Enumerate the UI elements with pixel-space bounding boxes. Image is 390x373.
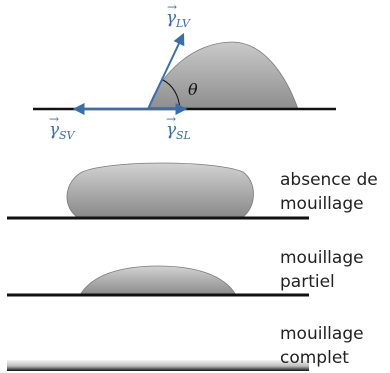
case-2-label-line2: partiel	[280, 270, 364, 294]
case-complete-wetting	[7, 360, 309, 371]
case-3-label-line2: complet	[280, 346, 364, 370]
contact-angle-panel: → γ LV → γ SV → γ SL θ	[33, 0, 336, 142]
case-2-label-line1: mouillage	[280, 246, 364, 270]
theta-label: θ	[188, 80, 198, 99]
film-complete-wetting	[7, 360, 309, 371]
gamma-lv-subscript: LV	[175, 17, 191, 30]
case-no-wetting	[7, 163, 309, 218]
drop-no-wetting	[67, 163, 254, 217]
drop-partial-wetting	[80, 266, 236, 295]
case-1-label-line2: mouillage	[280, 192, 378, 216]
case-3-label-line1: mouillage	[280, 322, 364, 346]
gamma-sv-subscript: SV	[59, 129, 76, 142]
sessile-drop	[148, 42, 298, 109]
case-1-label: absence de mouillage	[280, 168, 378, 216]
case-2-label: mouillage partiel	[280, 246, 364, 294]
case-3-label: mouillage complet	[280, 322, 364, 370]
case-1-label-line1: absence de	[280, 168, 378, 192]
case-partial-wetting	[7, 266, 309, 295]
gamma-sl-subscript: SL	[176, 129, 191, 142]
